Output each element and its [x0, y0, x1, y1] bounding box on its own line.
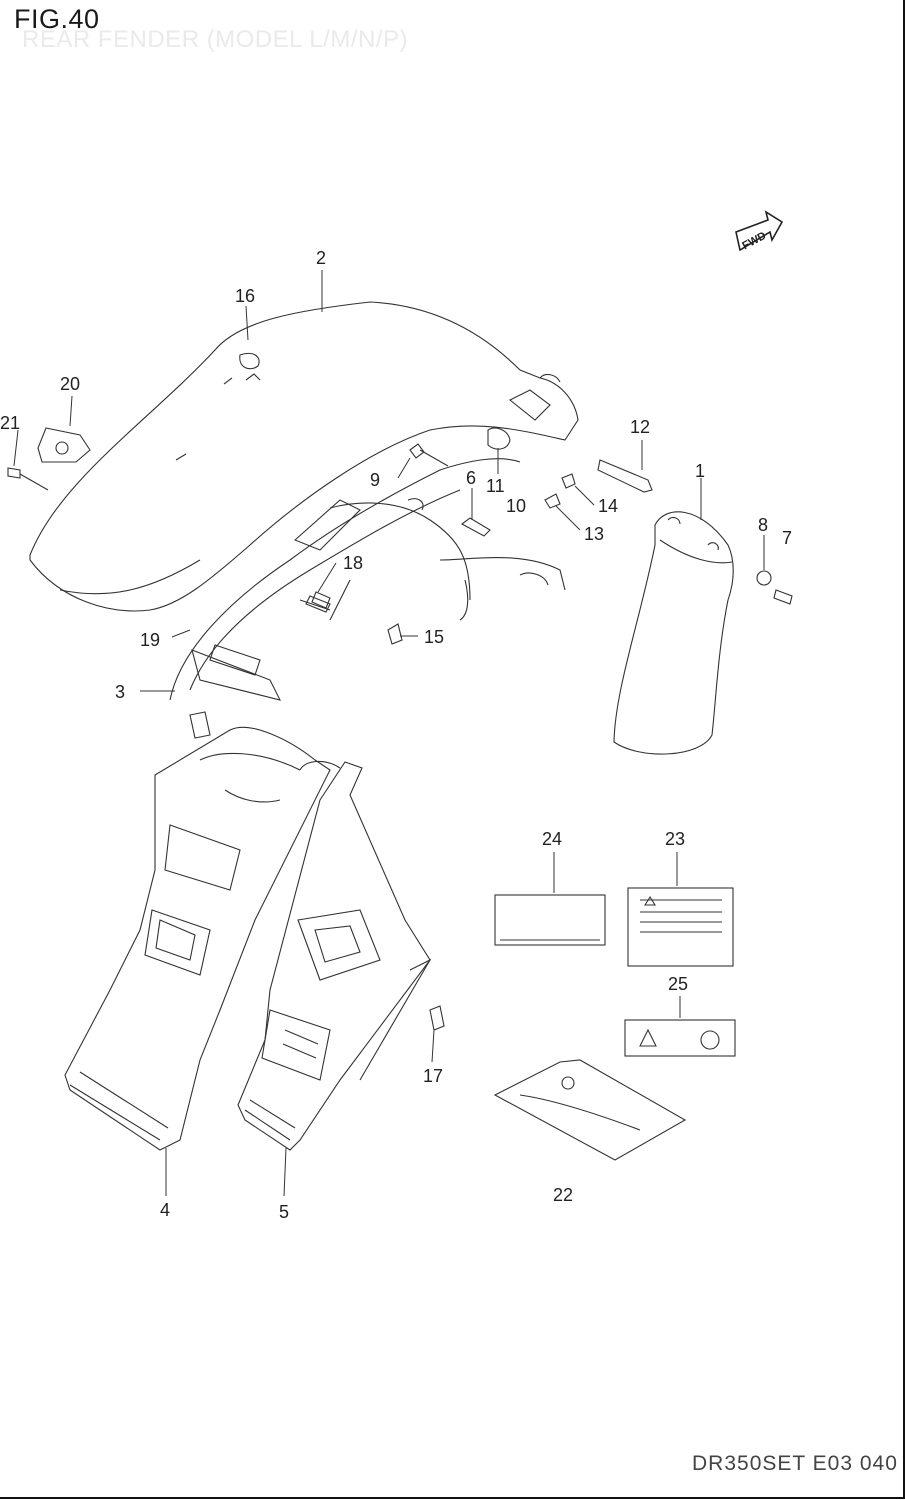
callout-6: 6	[466, 468, 476, 488]
callout-18: 18	[343, 553, 363, 573]
part-22-tool-bag	[493, 1059, 687, 1161]
hardware-bolts-nuts	[7, 427, 793, 1031]
part-5-plate-bracket	[237, 760, 432, 1151]
callout-22: 22	[553, 1185, 573, 1205]
callout-24: 24	[542, 829, 562, 849]
callout-1: 1	[695, 461, 705, 481]
part-4-fender-lower	[64, 726, 331, 1151]
callout-numbers: 1 2 3 4 5 6 7 8 9 10 11 12 13 14 15 16 1…	[0, 248, 792, 1222]
part-24-label-plate	[494, 894, 606, 946]
part-23-warning-label	[627, 887, 734, 967]
figure-title: FIG.40	[14, 4, 100, 34]
callout-16: 16	[235, 286, 255, 306]
callout-3: 3	[115, 682, 125, 702]
callout-13: 13	[584, 524, 604, 544]
callout-5: 5	[279, 1202, 289, 1222]
callout-21: 21	[0, 413, 20, 433]
part-1-mud-flap	[613, 511, 734, 755]
callout-4: 4	[160, 1200, 170, 1220]
callout-8: 8	[758, 515, 768, 535]
callout-7: 7	[782, 528, 792, 548]
callout-25: 25	[668, 974, 688, 994]
forward-arrow-icon: FWD	[735, 210, 784, 252]
callout-10: 10	[506, 496, 526, 516]
callout-15: 15	[424, 627, 444, 647]
diagram-code: DR350SET E03 040	[692, 1452, 898, 1475]
callout-17: 17	[423, 1066, 443, 1086]
callout-20: 20	[60, 374, 80, 394]
leader-lines	[13, 270, 765, 1197]
part-2-rear-fender	[29, 301, 579, 612]
callout-2: 2	[316, 248, 326, 268]
callout-11: 11	[486, 476, 505, 496]
figure-subtitle: REAR FENDER (MODEL L/M/N/P)	[22, 26, 408, 53]
callout-14: 14	[598, 496, 618, 516]
callout-12: 12	[630, 417, 650, 437]
callout-9: 9	[370, 470, 380, 490]
callout-23: 23	[665, 829, 685, 849]
callout-19: 19	[140, 630, 160, 650]
part-25-decal	[624, 1019, 736, 1057]
part-3-fender-bracket	[169, 458, 566, 739]
